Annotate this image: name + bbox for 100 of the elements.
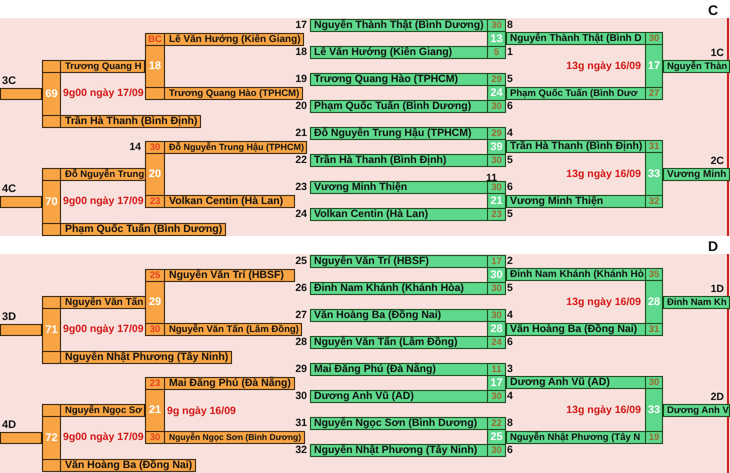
result-number: 6: [507, 101, 513, 112]
score: 30: [648, 32, 660, 45]
result-number: 5: [507, 155, 513, 166]
player-name: Vương Minh Thiện: [314, 182, 408, 193]
player-name: Phạm Quốc Tuấn (Bình Dương): [314, 101, 472, 112]
match-column: [145, 45, 165, 88]
score: 31: [648, 323, 660, 336]
player-name: Dương Anh Vũ (AD): [510, 377, 610, 388]
match-time: 13g ngày 16/09: [566, 295, 641, 309]
player-name: Đinh Nam Kh: [667, 297, 727, 308]
section-heading: D: [708, 238, 718, 254]
match-number: 17: [646, 59, 662, 74]
match-number: 20: [148, 167, 162, 182]
player-name: Mai Đăng Phú (Đà Nẵng): [169, 378, 291, 389]
player-row: [310, 73, 506, 86]
player-name: Nguyễn Văn Trí (HBSF): [169, 270, 284, 281]
seed-number: 32: [294, 444, 307, 457]
score: 30: [148, 431, 162, 444]
seed-number: 22: [294, 154, 307, 167]
player-name: Nguyễn Nhật Phương (Tây Ninh): [65, 352, 228, 363]
player-name: Nguyễn Thành Thật (Bình Dương): [314, 20, 484, 31]
player-row: [145, 141, 307, 154]
score: 19: [648, 431, 660, 444]
player-row: [310, 390, 506, 403]
player-name: Văn Hoàng Ba (Đồng Nai): [65, 460, 192, 471]
match-time: 9g00 ngày 17/09: [63, 194, 144, 208]
player-row: [310, 444, 506, 457]
player-name: Mai Đăng Phú (Đà Nẵng): [314, 364, 436, 375]
match-time: 9g ngày 16/09: [167, 404, 236, 418]
match-number: 69: [44, 87, 59, 102]
score: BC: [147, 33, 163, 46]
player-row: [310, 417, 506, 430]
match-number: 70: [44, 195, 59, 210]
player-row: [42, 351, 232, 364]
player-name: Lê Văn Hướng (Kiên Giang): [314, 47, 452, 58]
score: 35: [648, 268, 660, 281]
match-number: 72: [44, 431, 59, 446]
score: 30: [490, 309, 503, 322]
seed-label: 1C: [710, 47, 724, 60]
score: 31: [648, 140, 660, 153]
player-row: [506, 376, 663, 389]
score: 30: [148, 323, 162, 336]
score: 23: [490, 208, 503, 221]
match-time: 13g ngày 16/09: [566, 59, 641, 73]
player-row: [145, 377, 295, 390]
match-number: 30: [489, 268, 504, 282]
player-row: [42, 404, 145, 417]
player-name: Đỗ Nguyễn Trung: [65, 169, 144, 180]
seed-number: 26: [294, 282, 307, 295]
player-name: Nguyễn Thàn: [667, 61, 728, 72]
player-row: [310, 100, 506, 113]
player-name: Nguyễn Văn Tấn: [65, 297, 144, 308]
seed-number: 28: [294, 336, 307, 349]
score: 27: [648, 87, 660, 100]
player-name: Đỗ Nguyễn Trung Hậu (TPHCM): [169, 142, 304, 153]
seed-number: 24: [294, 208, 307, 221]
result-number: 4: [507, 128, 513, 139]
match-time: 9g00 ngày 17/09: [63, 430, 144, 444]
player-name: Đỗ Nguyễn Trung Hậu (TPHCM): [314, 128, 472, 139]
player-name: Phạm Quốc Tuấn (Bình Dươ: [510, 88, 638, 99]
match-number: 17: [489, 376, 504, 390]
seed-number: 14: [128, 141, 141, 154]
player-name: Dương Anh V: [667, 405, 729, 416]
match-number: 21: [148, 403, 162, 418]
player-name: Volkan Centin (Hà Lan): [314, 209, 428, 220]
result-number: 6: [507, 445, 513, 456]
player-name: Dương Anh Vũ (AD): [314, 391, 414, 402]
score: 30: [648, 376, 660, 389]
score: 29: [490, 73, 503, 86]
seed-label: 4D: [2, 418, 16, 432]
player-name: Văn Hoàng Ba (Đồng Nai): [314, 310, 442, 321]
score: 22: [490, 417, 503, 430]
player-name: Vương Minh: [667, 169, 726, 180]
player-name: Trần Hà Thanh (Bình Định): [510, 141, 642, 152]
score: 29: [490, 127, 503, 140]
result-number: 8: [507, 20, 513, 31]
result-number: 5: [507, 209, 513, 220]
match-number: 39: [489, 140, 504, 154]
player-row: [506, 268, 663, 281]
player-name: Trương Quang Hào (TPHCM): [314, 74, 458, 85]
player-name: Nguyễn Văn Tấn (Lâm Đồng): [314, 337, 458, 348]
match-column: [645, 152, 663, 196]
score: 30: [490, 100, 503, 113]
result-number: 5: [507, 283, 513, 294]
player-name: Nguyễn Ngọc Sơn (Bình Dương): [169, 432, 302, 443]
score: 30: [490, 181, 503, 194]
player-name: Nguyễn Ngọc Sơ: [65, 405, 142, 416]
match-column: [42, 308, 61, 352]
score: 24: [490, 336, 503, 349]
score: 30: [490, 154, 503, 167]
score: 30: [490, 444, 503, 457]
match-number: 24: [489, 86, 504, 100]
player-row: [310, 255, 506, 268]
player-name: Nguyễn Ngọc Sơn (Bình Dương): [314, 418, 478, 429]
player-name: Lê Văn Hướng (Kiên Giang): [169, 34, 301, 45]
player-name: Nguyễn Văn Trí (HBSF): [314, 256, 429, 267]
seed-label: 3D: [2, 310, 16, 324]
seed-number: 29: [294, 363, 307, 376]
player-name: Trương Quang Hào (TPHCM): [169, 88, 300, 99]
player-row: [145, 87, 303, 100]
